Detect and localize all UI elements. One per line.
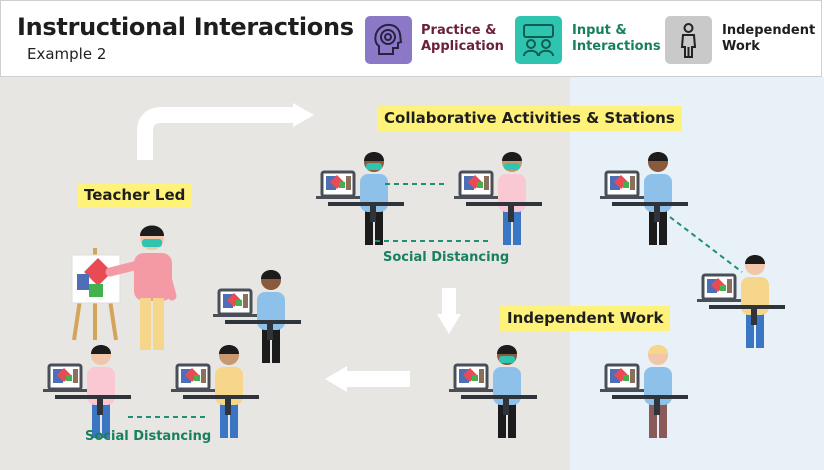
flow-arrowhead-down xyxy=(437,314,461,334)
student-independent-3 xyxy=(447,345,537,438)
student-teacher-2 xyxy=(41,345,131,438)
people-icon xyxy=(523,24,554,57)
dash-line-right xyxy=(669,216,743,273)
legend-practice-label: Practice & Application xyxy=(421,23,504,55)
student-independent-4 xyxy=(598,345,688,438)
teacher-easel-group xyxy=(71,225,177,350)
legend-practice-line1: Practice & xyxy=(421,23,497,38)
legend-independent-label: Independent Work xyxy=(722,23,815,55)
legend-independent-line1: Independent xyxy=(722,23,816,38)
collaborative-label: Collaborative Activities & Stations xyxy=(377,106,682,131)
laptop-icon xyxy=(695,273,743,304)
flow-arrow-left xyxy=(346,371,410,387)
classroom-scene xyxy=(0,77,824,470)
laptop-icon xyxy=(211,288,259,319)
legend-independent-box xyxy=(665,16,712,64)
page-title: Instructional Interactions xyxy=(17,13,354,41)
laptop-icon xyxy=(41,363,89,394)
laptop-icon xyxy=(447,363,495,394)
header: Instructional Interactions Example 2 Pra… xyxy=(0,0,822,77)
laptop-icon xyxy=(598,170,646,201)
student-teacher-1 xyxy=(211,270,301,363)
page-subtitle: Example 2 xyxy=(27,45,107,63)
student-independent-1 xyxy=(598,152,688,245)
student-collab-1 xyxy=(314,152,404,245)
student-collab-2 xyxy=(452,152,542,245)
flow-arrowhead-left xyxy=(325,366,347,392)
legend-input-line1: Input & xyxy=(572,23,627,38)
legend-input-label: Input & Interactions xyxy=(572,23,661,55)
independent-work-label: Independent Work xyxy=(500,306,671,331)
student-independent-2 xyxy=(695,255,785,348)
student-teacher-3 xyxy=(169,345,259,438)
legend-practice-box xyxy=(365,16,412,64)
students-group xyxy=(41,152,785,438)
legend-input-line2: Interactions xyxy=(572,39,661,54)
social-distancing-bottom: Social Distancing xyxy=(85,429,212,444)
legend-practice-line2: Application xyxy=(421,39,504,54)
legend-input-box xyxy=(515,16,562,64)
person-icon xyxy=(680,23,697,58)
independent-area xyxy=(570,77,824,470)
laptop-icon xyxy=(598,363,646,394)
flow-arrow-up-right xyxy=(137,107,293,160)
flow-arrowhead-right xyxy=(293,103,314,127)
laptop-icon xyxy=(169,363,217,394)
teacher-led-label: Teacher Led xyxy=(77,183,193,208)
laptop-icon xyxy=(452,170,500,201)
flow-arrow-down xyxy=(442,288,456,316)
legend-independent-line2: Work xyxy=(722,39,760,54)
social-distancing-top: Social Distancing xyxy=(383,250,510,265)
laptop-icon xyxy=(314,170,362,201)
head-gear-icon xyxy=(374,23,403,55)
